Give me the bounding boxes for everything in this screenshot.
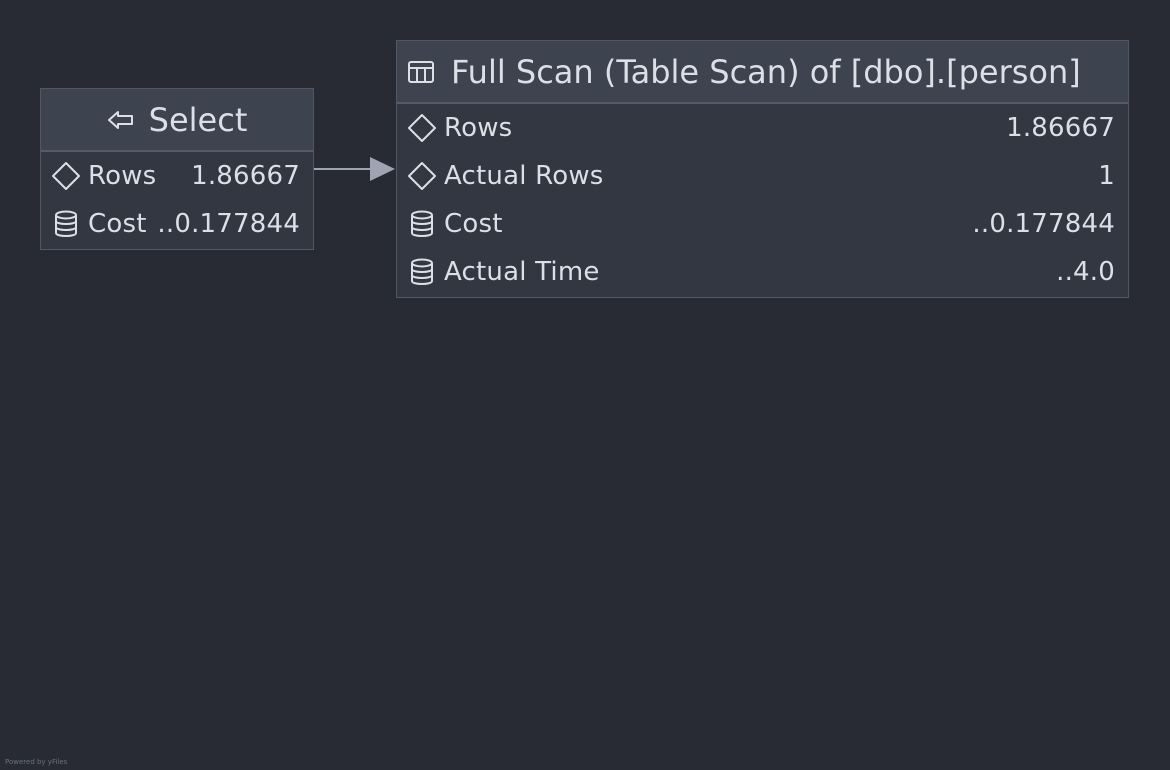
arrow-left-icon	[107, 105, 137, 135]
scan-actual-rows-value: 1	[1098, 161, 1115, 191]
scan-row-cost: Cost ..0.177844	[397, 200, 1128, 248]
table-scan-node[interactable]: Full Scan (Table Scan) of [dbo].[person]…	[396, 40, 1129, 298]
scan-cost-value: ..0.177844	[972, 209, 1115, 239]
database-icon	[407, 209, 437, 239]
scan-cost-label: Cost	[444, 209, 503, 239]
select-node-title: Select	[148, 100, 248, 139]
scan-actual-time-value: ..4.0	[1056, 257, 1115, 287]
select-cost-label: Cost	[88, 209, 147, 239]
scan-node-title: Full Scan (Table Scan) of [dbo].[person]	[451, 52, 1081, 91]
scan-row-actual-rows: Actual Rows 1	[397, 152, 1128, 200]
scan-actual-rows-label: Actual Rows	[444, 161, 604, 191]
select-node-header: Select	[41, 89, 313, 152]
scan-rows-label: Rows	[444, 113, 513, 143]
table-icon	[407, 57, 437, 87]
select-row-rows: Rows 1.86667	[41, 152, 313, 200]
scan-rows-value: 1.86667	[1006, 113, 1115, 143]
scan-actual-time-label: Actual Time	[444, 257, 600, 287]
scan-row-actual-time: Actual Time ..4.0	[397, 248, 1128, 296]
select-cost-value: ..0.177844	[157, 209, 300, 239]
select-rows-value: 1.86667	[191, 161, 300, 191]
scan-node-header: Full Scan (Table Scan) of [dbo].[person]	[397, 41, 1128, 104]
edge-arrowhead	[370, 157, 395, 181]
scan-row-rows: Rows 1.86667	[397, 104, 1128, 152]
diamond-icon	[51, 161, 81, 191]
select-rows-label: Rows	[88, 161, 157, 191]
powered-by-label: Powered by yFiles	[5, 758, 68, 766]
database-icon	[51, 209, 81, 239]
database-icon	[407, 257, 437, 287]
diamond-icon	[407, 113, 437, 143]
diamond-icon	[407, 161, 437, 191]
select-row-cost: Cost ..0.177844	[41, 200, 313, 248]
select-node[interactable]: Select Rows 1.86667 Cost ..0.177844	[40, 88, 314, 250]
